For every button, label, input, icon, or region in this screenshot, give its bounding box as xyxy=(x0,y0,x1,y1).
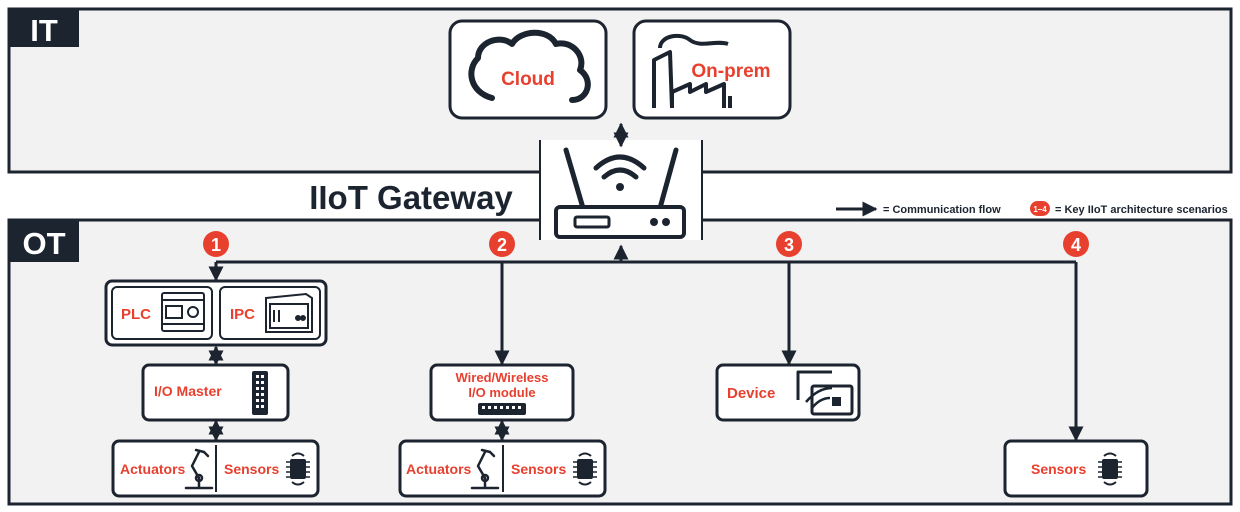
scenario-1: PLC IPC I/O Master xyxy=(104,279,328,498)
legend-badge xyxy=(1030,201,1050,216)
scenario-3: Device xyxy=(715,363,861,422)
actuators-label-1: Actuators xyxy=(120,461,186,477)
io-module-label-line1: Wired/Wireless xyxy=(456,370,549,385)
legend: = Communication flow 1–4 = Key IIoT arch… xyxy=(836,201,1228,217)
ipc-icon xyxy=(265,292,313,333)
scenario-number-4: 4 xyxy=(1071,235,1081,255)
scenario-4: Sensors xyxy=(1003,439,1149,498)
actuators-label-2: Actuators xyxy=(406,461,472,477)
sensor-chip-icon xyxy=(1098,452,1122,486)
onprem-label: On-prem xyxy=(691,61,770,82)
io-module-icon xyxy=(478,403,526,415)
cloud-icon xyxy=(468,29,591,103)
sensors-box-4 xyxy=(1003,439,1149,498)
wifi-icon xyxy=(593,154,647,180)
io-master-label: I/O Master xyxy=(154,383,222,399)
device-label: Device xyxy=(727,385,775,402)
scenario-number-1: 1 xyxy=(211,235,221,255)
robot-arm-icon xyxy=(470,448,500,490)
router-icon xyxy=(554,147,686,239)
ipc-label: IPC xyxy=(230,306,255,323)
scenario-badges: 1 2 3 4 xyxy=(203,231,1089,257)
sensors-label-2: Sensors xyxy=(511,461,566,477)
scenario-2: Wired/Wireless I/O module Actuators Sens… xyxy=(398,363,607,498)
io-master-icon xyxy=(252,371,268,415)
gateway-label: IIoT Gateway xyxy=(309,179,513,216)
scenario-number-3: 3 xyxy=(784,235,794,255)
scenario-badge-2 xyxy=(489,231,515,257)
sensor-chip-icon xyxy=(286,452,310,486)
communication-bus xyxy=(208,244,1084,442)
plc-icon xyxy=(161,292,205,332)
ot-label: OT xyxy=(22,226,65,261)
smart-device-icon xyxy=(796,370,854,416)
cloud-label: Cloud xyxy=(501,69,555,90)
onprem-box: On-prem xyxy=(632,19,792,120)
device-box xyxy=(715,363,861,422)
sensor-chip-icon xyxy=(573,452,597,486)
factory-icon xyxy=(652,33,732,109)
plc-label: PLC xyxy=(121,306,151,323)
legend-flow-text: = Communication flow xyxy=(883,204,1001,216)
scenario-number-2: 2 xyxy=(497,235,507,255)
legend-scenarios-text: = Key IIoT architecture scenarios xyxy=(1055,204,1228,216)
io-module-label-line2: I/O module xyxy=(468,385,535,400)
scenario-badge-1 xyxy=(203,231,229,257)
it-label: IT xyxy=(30,13,58,48)
sensors-label-4: Sensors xyxy=(1031,461,1086,477)
legend-badge-text: 1–4 xyxy=(1033,205,1047,214)
cloud-box: Cloud xyxy=(448,19,608,120)
scenario-badge-4 xyxy=(1063,231,1089,257)
scenario-badge-3 xyxy=(776,231,802,257)
robot-arm-icon xyxy=(184,448,214,490)
sensors-label-1: Sensors xyxy=(224,461,279,477)
